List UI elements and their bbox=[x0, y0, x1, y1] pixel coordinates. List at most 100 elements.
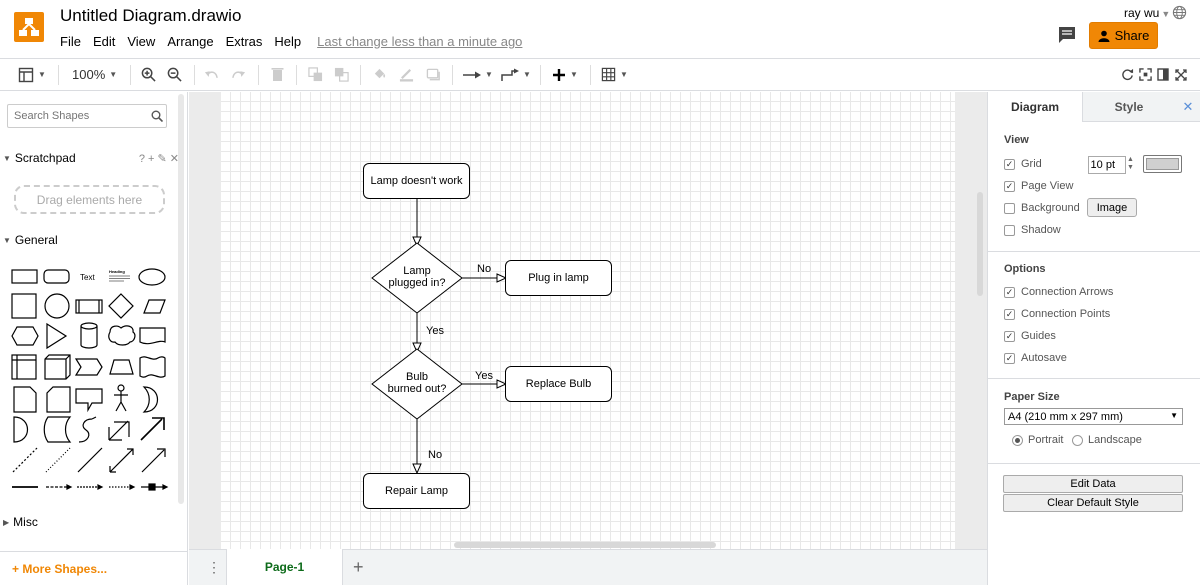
shadow-checkbox[interactable]: Shadow bbox=[1004, 224, 1061, 236]
grid-size-stepper[interactable]: ▲▼ bbox=[1127, 156, 1134, 171]
line-color-icon[interactable] bbox=[399, 59, 414, 90]
zoom-out-icon[interactable] bbox=[167, 59, 182, 90]
rectangle-shape[interactable] bbox=[11, 269, 38, 284]
autosave-checkbox[interactable]: ✓Autosave bbox=[1004, 352, 1067, 364]
edge-label-q2-no[interactable]: No bbox=[428, 449, 443, 461]
paper-size-select[interactable]: A4 (210 mm x 297 mm)▼ bbox=[1004, 408, 1183, 425]
diamond-q1-shape[interactable] bbox=[371, 242, 463, 314]
delay-shape[interactable] bbox=[13, 416, 29, 443]
portrait-radio[interactable]: Portrait bbox=[1012, 434, 1063, 446]
sidebar-scrollbar[interactable] bbox=[178, 94, 184, 504]
tab-page-1[interactable]: Page-1 bbox=[226, 549, 343, 585]
diagram-canvas[interactable]: Lamp doesn't work Lamp plugged in? Plug … bbox=[189, 92, 987, 549]
insert-icon[interactable]: ▼ bbox=[552, 59, 578, 90]
document-shape[interactable] bbox=[139, 327, 166, 345]
document-title[interactable]: Untitled Diagram.drawio bbox=[60, 6, 242, 25]
diamond-shape[interactable] bbox=[108, 293, 134, 319]
node-replace-bulb[interactable]: Replace Bulb bbox=[505, 366, 612, 402]
menu-view[interactable]: View bbox=[127, 34, 156, 49]
misc-header[interactable]: ▶ Misc bbox=[0, 511, 175, 533]
to-back-icon[interactable] bbox=[334, 59, 349, 90]
format-panel-icon[interactable]: ▼ bbox=[18, 59, 46, 90]
bidirectional-connector-shape[interactable] bbox=[109, 448, 134, 473]
page-view-checkbox[interactable]: ✓Page View bbox=[1004, 180, 1073, 192]
connection-icon[interactable]: ▼ bbox=[463, 59, 493, 90]
node-lamp-doesnt-work[interactable]: Lamp doesn't work bbox=[363, 163, 470, 199]
waypoints-icon[interactable]: ▼ bbox=[501, 59, 531, 90]
dotted-line-shape[interactable] bbox=[45, 447, 71, 473]
scratchpad-header[interactable]: ▼ Scratchpad bbox=[0, 147, 175, 169]
fullscreen-icon[interactable] bbox=[1175, 59, 1187, 90]
note-shape[interactable] bbox=[13, 386, 37, 413]
curve-shape[interactable] bbox=[78, 416, 97, 443]
zoom-select[interactable]: 100%▼ bbox=[72, 67, 118, 82]
add-page-icon[interactable]: + bbox=[353, 557, 364, 577]
shadow-icon[interactable] bbox=[426, 59, 441, 90]
table-icon[interactable]: ▼ bbox=[601, 59, 628, 90]
step-shape[interactable] bbox=[74, 358, 103, 376]
stored-data-shape[interactable] bbox=[43, 416, 72, 443]
redo-icon[interactable] bbox=[231, 59, 246, 90]
last-change-link[interactable]: Last change less than a minute ago bbox=[317, 34, 523, 49]
circle-shape[interactable] bbox=[44, 293, 70, 319]
edit-data-button[interactable]: Edit Data bbox=[1003, 475, 1183, 493]
menu-file[interactable]: File bbox=[60, 34, 81, 49]
landscape-radio[interactable]: Landscape bbox=[1072, 434, 1142, 446]
internal-storage-shape[interactable] bbox=[11, 354, 37, 380]
connection-points-checkbox[interactable]: ✓Connection Points bbox=[1004, 308, 1110, 320]
tape-shape[interactable] bbox=[139, 356, 166, 378]
heading-shape[interactable]: Heading bbox=[109, 269, 125, 274]
fit-icon[interactable] bbox=[1139, 59, 1152, 90]
grid-color-swatch[interactable] bbox=[1143, 155, 1182, 173]
background-checkbox[interactable]: Background bbox=[1004, 202, 1080, 214]
grid-size-input[interactable]: 10 pt bbox=[1088, 156, 1126, 174]
trapezoid-shape[interactable] bbox=[109, 359, 134, 375]
rounded-rectangle-shape[interactable] bbox=[43, 269, 70, 284]
dashed-line-shape[interactable] bbox=[12, 447, 38, 473]
canvas-horizontal-scrollbar[interactable] bbox=[454, 542, 716, 548]
callout-shape[interactable] bbox=[75, 388, 103, 413]
node-repair-lamp[interactable]: Repair Lamp bbox=[363, 473, 470, 509]
general-header[interactable]: ▼ General bbox=[0, 229, 175, 251]
or-shape[interactable] bbox=[142, 386, 159, 413]
connection-arrows-checkbox[interactable]: ✓Connection Arrows bbox=[1004, 286, 1113, 298]
more-shapes-button[interactable]: + More Shapes... bbox=[0, 551, 188, 585]
triangle-shape[interactable] bbox=[46, 322, 68, 350]
globe-icon[interactable] bbox=[1172, 5, 1187, 25]
scratchpad-actions[interactable]: ? + ✎ ✕ bbox=[138, 153, 179, 165]
canvas-vertical-scrollbar[interactable] bbox=[977, 192, 983, 296]
process-shape[interactable] bbox=[75, 299, 103, 314]
guides-checkbox[interactable]: ✓Guides bbox=[1004, 330, 1056, 342]
arrow-shape[interactable] bbox=[140, 417, 165, 441]
menu-extras[interactable]: Extras bbox=[225, 34, 263, 49]
undo-icon[interactable] bbox=[204, 59, 219, 90]
bidirectional-arrow-shape[interactable] bbox=[108, 420, 130, 441]
edge-label-q1-no[interactable]: No bbox=[477, 263, 492, 275]
menu-help[interactable]: Help bbox=[274, 34, 302, 49]
format-toggle-icon[interactable] bbox=[1157, 59, 1169, 90]
actor-shape[interactable] bbox=[117, 384, 125, 392]
page-menu-icon[interactable]: ⋮ bbox=[207, 559, 221, 575]
background-image-button[interactable]: Image bbox=[1087, 198, 1137, 217]
share-button[interactable]: Share bbox=[1089, 22, 1158, 49]
zoom-in-icon[interactable] bbox=[141, 59, 156, 90]
parallelogram-shape[interactable] bbox=[143, 299, 166, 314]
refresh-icon[interactable] bbox=[1121, 59, 1134, 90]
directional-connector-shape[interactable] bbox=[141, 448, 166, 473]
node-plug-in-lamp[interactable]: Plug in lamp bbox=[505, 260, 612, 296]
tab-style[interactable]: Style bbox=[1082, 92, 1175, 122]
close-icon[interactable]: ✕ bbox=[1175, 92, 1200, 122]
cube-shape[interactable] bbox=[44, 354, 71, 380]
line-shape[interactable] bbox=[77, 447, 103, 473]
user-menu[interactable]: ray wu▼ bbox=[1124, 6, 1170, 20]
scratchpad-dropzone[interactable]: Drag elements here bbox=[14, 185, 165, 214]
square-shape[interactable] bbox=[11, 293, 37, 319]
ellipse-shape[interactable] bbox=[138, 268, 166, 286]
diamond-q2-shape[interactable] bbox=[371, 348, 463, 420]
menu-arrange[interactable]: Arrange bbox=[167, 34, 214, 49]
drawio-logo[interactable] bbox=[14, 12, 44, 42]
grid-checkbox[interactable]: ✓Grid bbox=[1004, 158, 1042, 170]
search-icon[interactable] bbox=[151, 109, 164, 127]
comments-icon[interactable] bbox=[1057, 26, 1077, 49]
hexagon-shape[interactable] bbox=[11, 326, 39, 346]
